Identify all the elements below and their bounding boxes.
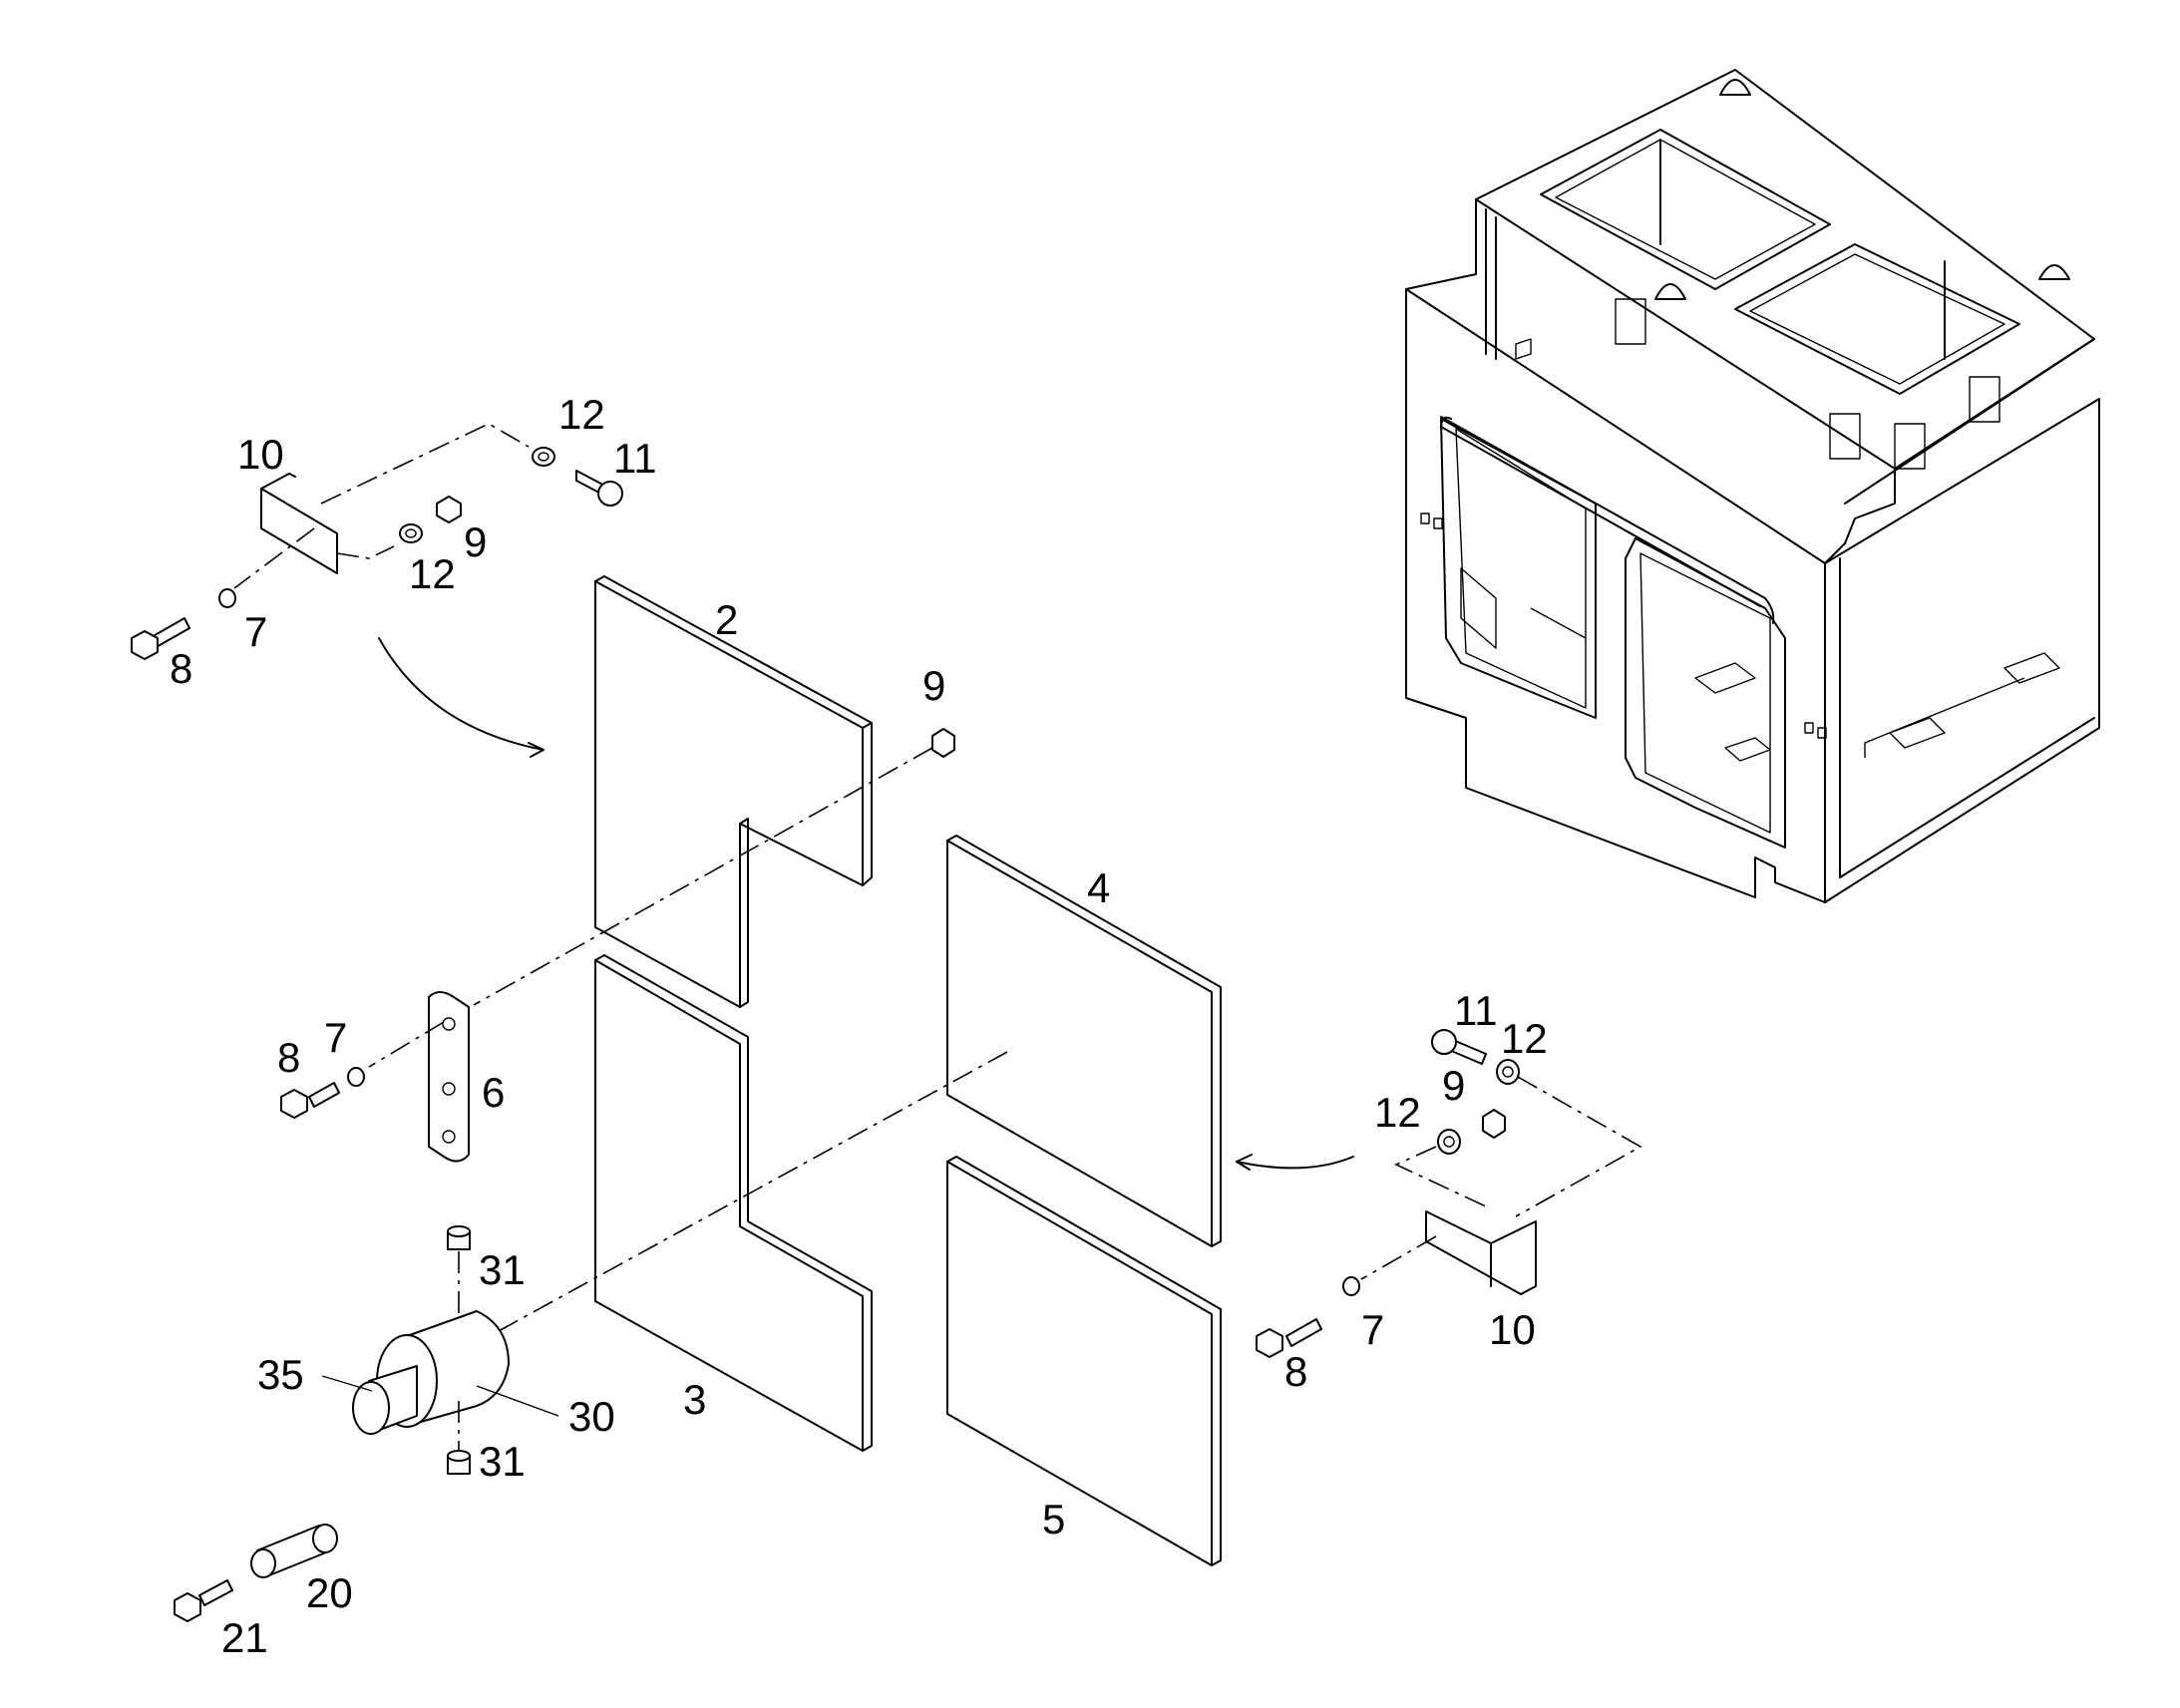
callout-12-top-b: 12 <box>409 550 456 597</box>
grease-nipple-31-top <box>447 1225 471 1316</box>
callout-7-right: 7 <box>1361 1306 1384 1353</box>
callout-9-top: 9 <box>464 518 487 565</box>
cabin-frame-assembly <box>1405 69 2100 903</box>
bolt-11-right <box>1431 1029 1487 1065</box>
right-bracket-group <box>1236 1029 1642 1358</box>
washer-12-top-a <box>532 447 555 467</box>
callout-labels: 10 12 11 9 12 7 8 2 9 4 8 7 6 11 12 9 12… <box>170 391 1548 1661</box>
callout-5: 5 <box>1042 1496 1065 1542</box>
nut-9-right <box>1482 1109 1506 1139</box>
callout-31-top: 31 <box>479 1246 526 1293</box>
bracket-10-right <box>1425 1210 1537 1295</box>
nut-9-mid <box>931 728 955 758</box>
callout-21: 21 <box>221 1614 268 1661</box>
bolt-8-right <box>1256 1318 1322 1358</box>
callout-11-right: 11 <box>1454 987 1498 1034</box>
callout-35: 35 <box>257 1351 304 1398</box>
bolt-21 <box>174 1579 233 1622</box>
center-parts <box>280 728 1008 1332</box>
washer-7-right <box>1342 1276 1360 1296</box>
washer-12-right-b <box>1437 1129 1461 1155</box>
callout-20: 20 <box>306 1569 353 1616</box>
nut-9-top <box>436 496 462 523</box>
washer-12-top-b <box>399 523 423 543</box>
bracket-10-top <box>260 488 338 574</box>
bolt-8-mid <box>280 1082 340 1119</box>
bushing-20 <box>250 1524 338 1578</box>
callout-6: 6 <box>482 1069 505 1116</box>
callout-31-bottom: 31 <box>479 1438 526 1485</box>
washer-12-right-a <box>1496 1059 1520 1085</box>
callout-3: 3 <box>683 1376 706 1423</box>
direction-arrow-right <box>1236 1156 1354 1170</box>
strap-6 <box>428 991 470 1163</box>
callout-7-mid: 7 <box>324 1014 347 1061</box>
callout-11-top: 11 <box>613 435 657 482</box>
callout-8-top: 8 <box>170 645 192 692</box>
callout-12-top-a: 12 <box>558 391 605 438</box>
washer-7-top <box>218 588 236 608</box>
panel-3 <box>594 959 864 1452</box>
direction-arrow-top <box>378 637 545 751</box>
callout-9-mid: 9 <box>922 662 945 709</box>
callout-2: 2 <box>715 596 738 643</box>
grease-nipple-31-bottom <box>447 1401 471 1475</box>
bolt-11-top <box>575 470 623 507</box>
washer-7-mid <box>347 1067 365 1087</box>
callout-8-mid: 8 <box>277 1034 300 1081</box>
callout-4: 4 <box>1087 864 1110 911</box>
callout-12-right-b: 12 <box>1374 1089 1421 1136</box>
callout-10-top: 10 <box>237 431 284 478</box>
callout-30: 30 <box>568 1393 615 1440</box>
callout-10-right: 10 <box>1489 1306 1536 1353</box>
callout-12-right-a: 12 <box>1501 1015 1548 1062</box>
top-left-bracket-group <box>131 423 623 758</box>
callout-8-right: 8 <box>1284 1348 1307 1395</box>
callout-9-right: 9 <box>1442 1062 1465 1109</box>
bolt-8-top <box>131 617 190 660</box>
pin-assembly <box>174 1225 559 1622</box>
callout-7-top: 7 <box>244 608 267 655</box>
